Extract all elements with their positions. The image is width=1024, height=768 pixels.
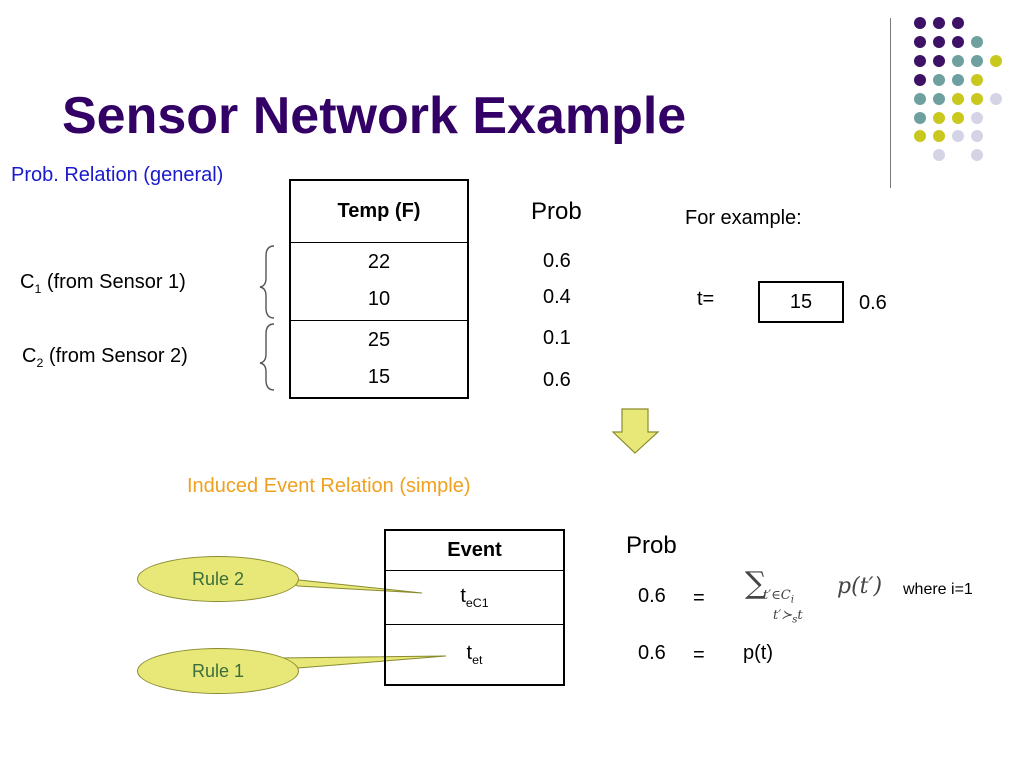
prob1-value-2: 0.4 (543, 286, 571, 308)
event-row-tec1: teC1 (385, 569, 564, 624)
cluster-c1-label: C1 (from Sensor 1) (20, 271, 186, 296)
general-relation-label: Prob. Relation (general) (11, 164, 224, 186)
prob2-equals-2: = (693, 644, 705, 666)
induced-relation-label: Induced Event Relation (simple) (187, 475, 471, 497)
where-note: where i=1 (903, 581, 973, 598)
down-arrow-icon (612, 408, 660, 454)
cluster-c2-label: C2 (from Sensor 2) (22, 345, 188, 370)
temperature-table: Temp (F) 22 10 25 15 (289, 179, 469, 399)
prob-header-2: Prob (626, 532, 677, 559)
prob2-equals-1: = (693, 587, 705, 609)
sum-symbol: ∑ (745, 566, 767, 601)
temp-group-c1: 22 10 (290, 241, 468, 320)
decorative-dot-grid (914, 17, 1002, 161)
example-label: For example: (685, 207, 802, 229)
prob2-value-2: 0.6 (638, 642, 666, 664)
example-t-prob: 0.6 (859, 292, 887, 314)
prob1-value-3: 0.1 (543, 327, 571, 349)
temp-group-c2: 25 15 (290, 319, 468, 398)
temp-value-15: 15 (367, 365, 391, 388)
brace-c1-icon (259, 245, 275, 319)
sum-body: p(t′) (837, 574, 883, 599)
title-divider-line (890, 18, 891, 188)
prob-header-1: Prob (531, 198, 582, 225)
sum-subscript-line2: t′≻st (773, 608, 803, 626)
prob2-expr-pt: p(t) (743, 642, 773, 664)
cluster-braces (259, 245, 275, 391)
example-t-value-box: 15 (758, 281, 844, 323)
rule1-label: Rule 1 (191, 661, 245, 681)
example-t-label: t= (697, 288, 715, 310)
prob1-value-1: 0.6 (543, 250, 571, 272)
temp-value-25: 25 (367, 328, 391, 351)
dot-grid (914, 17, 1002, 161)
prob1-value-4: 0.6 (543, 369, 571, 391)
brace-c2-icon (259, 323, 275, 391)
slide-title: Sensor Network Example (62, 87, 687, 145)
event-row-tet: tet (385, 623, 564, 685)
prob2-value-1: 0.6 (638, 585, 666, 607)
rule2-label: Rule 2 (191, 569, 245, 589)
rule1-bubble: Rule 1 (137, 648, 299, 694)
temp-value-22: 22 (367, 251, 391, 273)
temp-header: Temp (F) (337, 199, 421, 222)
event-header: Event (447, 538, 502, 561)
sum-subscript-line1: t′∈Ci (763, 588, 795, 606)
event-table: Event teC1 tet (384, 529, 565, 686)
rule2-bubble: Rule 2 (137, 556, 299, 602)
temp-value-10: 10 (367, 288, 391, 310)
